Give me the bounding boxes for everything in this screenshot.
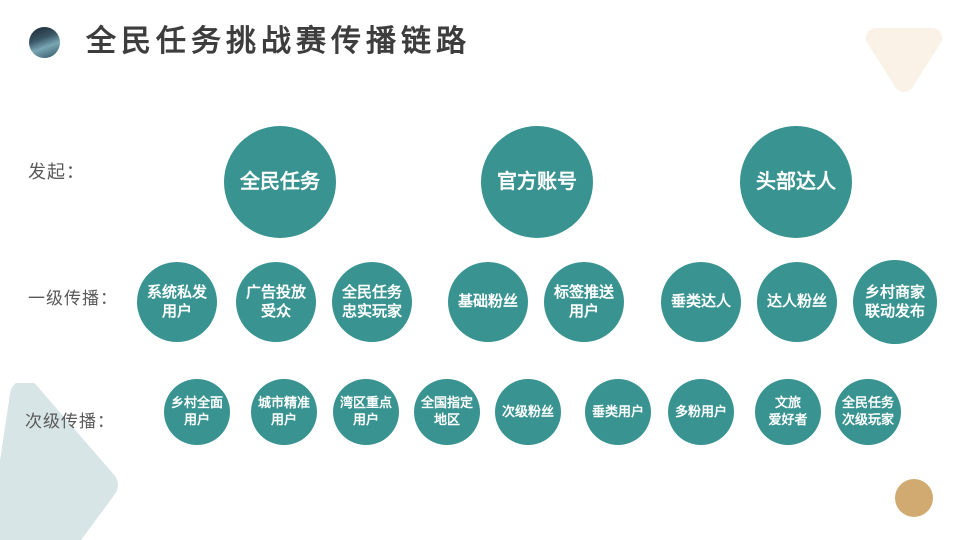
primary-node-2: 广告投放 受众 <box>236 262 316 342</box>
logo-icon <box>29 26 60 58</box>
node-label: 官方账号 <box>497 171 577 193</box>
initiator-node-2: 官方账号 <box>481 126 593 238</box>
node-label: 头部达人 <box>756 171 836 193</box>
initiator-node-1: 全民任务 <box>224 126 336 238</box>
node-label: 垂类达人 <box>670 293 731 311</box>
node-label: 乡村商家 联动发布 <box>864 283 925 321</box>
decor-triangle-top-right <box>866 28 942 92</box>
primary-node-1: 系统私发 用户 <box>137 262 217 342</box>
row-label-secondary: 次级传播： <box>25 412 115 431</box>
node-label: 乡村全面 用户 <box>170 395 223 427</box>
initiator-node-3: 头部达人 <box>740 126 852 238</box>
node-label: 多粉用户 <box>674 403 727 419</box>
page-title: 全民任务挑战赛传播链路 <box>86 25 471 58</box>
primary-node-4: 基础粉丝 <box>448 262 528 342</box>
secondary-node-2: 城市精准 用户 <box>251 379 317 445</box>
primary-node-5: 标签推送 用户 <box>544 262 624 342</box>
node-label: 垂类用户 <box>591 403 644 419</box>
node-label: 湾区重点 用户 <box>339 395 392 427</box>
secondary-node-9: 全民任务 次级玩家 <box>835 379 901 445</box>
node-label: 达人粉丝 <box>766 293 827 311</box>
secondary-node-4: 全国指定 地区 <box>414 379 480 445</box>
primary-node-7: 达人粉丝 <box>757 262 837 342</box>
node-label: 广告投放 受众 <box>245 283 306 321</box>
node-label: 全民任务 <box>240 171 320 193</box>
primary-node-8: 乡村商家 联动发布 <box>853 260 937 344</box>
row-label-initiate: 发起： <box>28 162 85 182</box>
secondary-node-1: 乡村全面 用户 <box>164 379 230 445</box>
node-label: 全国指定 地区 <box>420 395 473 427</box>
secondary-node-3: 湾区重点 用户 <box>333 379 399 445</box>
node-label: 基础粉丝 <box>457 293 518 311</box>
node-label: 次级粉丝 <box>501 403 554 419</box>
node-label: 城市精准 用户 <box>257 395 310 427</box>
node-label: 文旅 爱好者 <box>768 395 808 427</box>
secondary-node-5: 次级粉丝 <box>495 379 561 445</box>
decor-triangle-bottom-left <box>0 383 118 540</box>
secondary-node-6: 垂类用户 <box>585 379 651 445</box>
primary-node-6: 垂类达人 <box>661 262 741 342</box>
decor-circle-bottom-right <box>895 479 933 517</box>
title-bar: 全民任务挑战赛传播链路 <box>29 24 471 60</box>
primary-node-3: 全民任务 忠实玩家 <box>332 262 412 342</box>
secondary-node-7: 多粉用户 <box>668 379 734 445</box>
secondary-node-8: 文旅 爱好者 <box>755 379 821 445</box>
row-label-primary: 一级传播： <box>28 289 118 308</box>
node-label: 系统私发 用户 <box>146 283 207 321</box>
node-label: 全民任务 忠实玩家 <box>341 283 402 321</box>
node-label: 标签推送 用户 <box>553 283 614 321</box>
node-label: 全民任务 次级玩家 <box>841 395 894 427</box>
